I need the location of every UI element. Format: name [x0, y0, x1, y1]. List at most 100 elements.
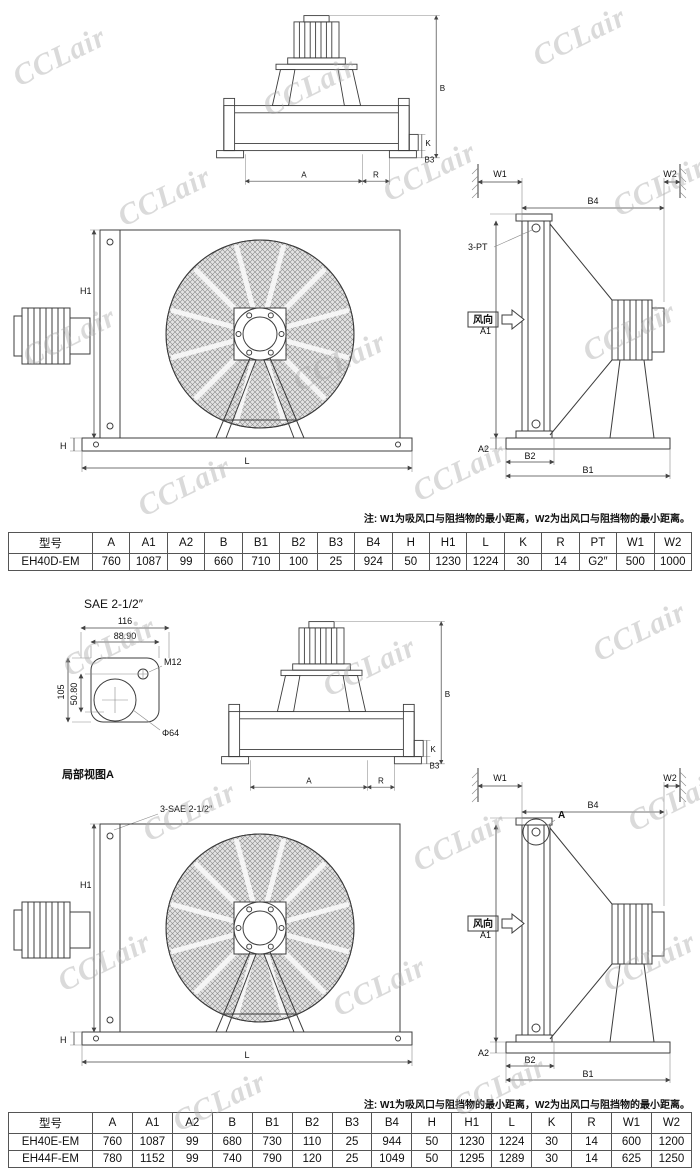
dim-label-h1: H1 — [80, 880, 92, 890]
value-cell: 1049 — [371, 1150, 413, 1168]
dim-label-r: R — [378, 777, 384, 786]
dim-label-w1: W1 — [493, 169, 507, 179]
elevation-dimensions: A R K B3 B — [249, 621, 450, 791]
column-header: B — [204, 532, 243, 554]
bore-circle — [93, 678, 137, 722]
value-cell: 790 — [251, 1150, 293, 1168]
dim-label-b4: B4 — [587, 196, 598, 206]
value-cell: 100 — [279, 553, 318, 571]
value-cell: 760 — [91, 553, 131, 571]
column-header: A — [92, 1112, 133, 1134]
dim-label-a1: A1 — [480, 930, 491, 940]
dim-label-b1: B1 — [582, 465, 593, 475]
dim-label-a: A — [306, 777, 312, 786]
dim-label-l: L — [244, 456, 249, 466]
motor-side — [611, 903, 665, 965]
column-header: R — [571, 1112, 612, 1134]
column-header: W1 — [610, 1112, 652, 1134]
value-cell: 25 — [331, 1150, 373, 1168]
dim-label-a2: A2 — [478, 444, 489, 454]
column-header: B2 — [279, 532, 318, 554]
wind-arrow-icon — [501, 308, 525, 331]
value-cell: 1289 — [491, 1150, 533, 1168]
motor-side-profile — [13, 901, 91, 959]
column-header: A1 — [131, 1112, 173, 1134]
fan-duct — [549, 223, 613, 436]
value-cell: 30 — [531, 1133, 573, 1151]
column-header: K — [531, 1112, 573, 1134]
value-cell: 1224 — [466, 553, 505, 571]
value-cell: 1224 — [491, 1133, 533, 1151]
cooler-elevation-outline — [216, 15, 419, 159]
dim-label-l: L — [244, 1050, 249, 1060]
flange-plate-outline — [90, 657, 160, 723]
front-view-2: 3-SAE 2-1/2″ — [13, 804, 413, 1066]
column-header: B2 — [291, 1112, 333, 1134]
model-cell: EH40D-EM — [8, 553, 93, 571]
column-header: 型号 — [8, 532, 93, 554]
dim-label-h: H — [60, 1035, 67, 1045]
elevation-dimensions: A R K B3 B — [244, 15, 445, 185]
port-bottom — [531, 1023, 541, 1033]
column-header: A2 — [171, 1112, 213, 1134]
value-cell: 740 — [211, 1150, 253, 1168]
sae-port-count-label: 3-SAE 2-1/2″ — [160, 804, 213, 814]
column-header: K — [503, 532, 543, 554]
value-cell: 25 — [316, 553, 356, 571]
value-cell: 50 — [411, 1150, 453, 1168]
cooler-elevation-outline — [221, 621, 424, 765]
column-header: 型号 — [8, 1112, 93, 1134]
value-cell: 1230 — [428, 553, 468, 571]
detail-dimensions: 116 88.90 105 50.80 M12 Φ64 — [56, 616, 182, 738]
detail-marker-circle — [522, 818, 550, 846]
dim-label-b3: B3 — [425, 155, 435, 164]
port-top — [531, 827, 541, 837]
column-header: H1 — [451, 1112, 493, 1134]
detail-marker-label: A — [558, 810, 565, 821]
cooler-side-outline — [467, 164, 687, 450]
port-top — [531, 223, 541, 233]
motor-side — [611, 299, 665, 361]
port-bottom — [531, 419, 541, 429]
fan-support-frame — [215, 951, 305, 1033]
fan-spokes — [170, 244, 350, 424]
dim-label-116: 116 — [118, 616, 132, 626]
dim-label-w2: W2 — [663, 169, 677, 179]
motor-support-legs — [609, 963, 655, 1043]
cooler-side-outline — [467, 768, 687, 1054]
motor-support-legs — [609, 359, 655, 439]
front-dimensions: H1 H L — [60, 823, 413, 1066]
wind-arrow-icon — [501, 912, 525, 935]
dim-label-b4: B4 — [587, 800, 598, 810]
dim-label-105: 105 — [56, 684, 66, 699]
dim-label-w2: W2 — [663, 773, 677, 783]
value-cell: 730 — [251, 1133, 293, 1151]
value-cell: 924 — [354, 553, 393, 571]
clearance-note-2: 注: W1为吸风口与阻挡物的最小距离，W2为出风口与阻挡物的最小距离。 — [363, 1100, 690, 1111]
value-cell: 99 — [166, 553, 206, 571]
column-header: B — [211, 1112, 253, 1134]
value-cell: 1230 — [451, 1133, 493, 1151]
front-view-1: H1 H L — [13, 229, 413, 472]
motor-side-profile — [13, 307, 91, 365]
dim-label-h: H — [60, 441, 67, 451]
value-cell: 625 — [610, 1150, 652, 1168]
port-count-label: 3-PT — [468, 242, 488, 252]
base — [505, 1041, 671, 1054]
value-cell: 99 — [171, 1133, 213, 1151]
dim-label-b2: B2 — [524, 451, 535, 461]
clearance-note-1: 注: W1为吸风口与阻挡物的最小距离，W2为出风口与阻挡物的最小距离。 — [363, 514, 690, 525]
value-cell: 780 — [92, 1150, 133, 1168]
column-header: PT — [578, 532, 618, 554]
value-cell: 660 — [204, 553, 243, 571]
value-cell: 120 — [291, 1150, 333, 1168]
value-cell: 1200 — [650, 1133, 693, 1151]
dim-label-r: R — [373, 171, 379, 180]
column-header: H — [391, 532, 430, 554]
column-header: B1 — [251, 1112, 293, 1134]
dim-label-a2: A2 — [478, 1048, 489, 1058]
